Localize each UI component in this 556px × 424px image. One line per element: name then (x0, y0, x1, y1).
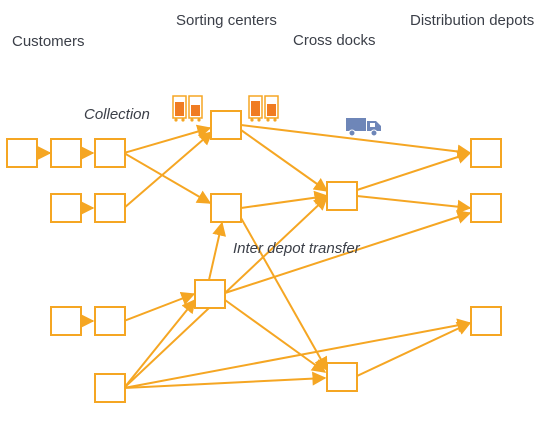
customers-label: Customers (12, 33, 85, 50)
edge (123, 298, 196, 389)
collection-label: Collection (84, 106, 150, 123)
edge (208, 221, 227, 281)
edge (123, 318, 472, 389)
network-edges (37, 124, 472, 389)
edge (356, 195, 472, 214)
edge (240, 124, 472, 159)
sorting-center-node (210, 110, 242, 140)
edge (240, 190, 329, 209)
customer-node (94, 138, 126, 168)
edge (240, 129, 329, 192)
sorting-center-node (210, 193, 242, 223)
edge (356, 322, 472, 377)
edge (356, 150, 472, 191)
edge (123, 371, 327, 389)
depot-node (470, 193, 502, 223)
customer-node (94, 306, 126, 336)
inter-depot-transfer-label: Inter depot transfer (233, 240, 360, 257)
edge (123, 152, 212, 204)
edge (240, 217, 328, 372)
cross-docks-label: Cross docks (293, 32, 376, 49)
customer-node (94, 373, 126, 403)
customer-node (50, 138, 82, 168)
sorting-center-node (194, 279, 226, 309)
roll-cage-trolley-icon (172, 95, 203, 122)
cross-dock-node (326, 362, 358, 392)
edge (123, 292, 196, 322)
customer-node (94, 193, 126, 223)
sorting-centers-label: Sorting centers (176, 12, 277, 29)
edge (123, 131, 214, 209)
delivery-truck-icon (346, 118, 381, 137)
distribution-depots-label: Distribution depots (410, 12, 535, 29)
edge (224, 210, 472, 294)
edge (224, 299, 327, 373)
customer-node (50, 193, 82, 223)
depot-node (470, 138, 502, 168)
roll-cage-trolley-icon (248, 95, 279, 122)
customer-node (6, 138, 38, 168)
edge (123, 124, 212, 154)
customer-node (50, 306, 82, 336)
cross-dock-node (326, 181, 358, 211)
depot-node (470, 306, 502, 336)
